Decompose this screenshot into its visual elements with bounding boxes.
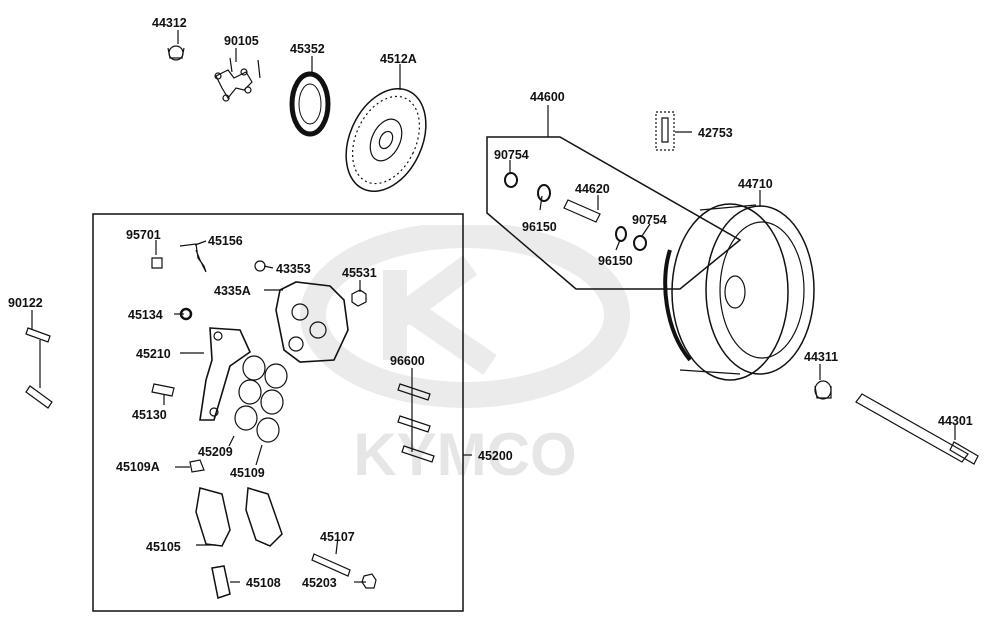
label-42753[interactable]: 42753 bbox=[698, 126, 733, 140]
caliper-kit-frame bbox=[92, 213, 464, 612]
label-4335A[interactable]: 4335A bbox=[214, 284, 251, 298]
label-96150-b[interactable]: 96150 bbox=[598, 254, 633, 268]
caliper-body bbox=[275, 281, 349, 363]
part-44312-collar bbox=[167, 45, 185, 61]
part-45210-bracket bbox=[199, 327, 252, 421]
label-45109A[interactable]: 45109A bbox=[116, 460, 160, 474]
wheel-assembly-frame bbox=[486, 136, 742, 290]
part-42753-valve bbox=[655, 111, 675, 151]
label-90754-a[interactable]: 90754 bbox=[494, 148, 529, 162]
part-45130-pin bbox=[151, 383, 175, 397]
part-45209-pistons bbox=[234, 355, 288, 443]
label-45134[interactable]: 45134 bbox=[128, 308, 163, 322]
label-44710[interactable]: 44710 bbox=[738, 177, 773, 191]
label-45203[interactable]: 45203 bbox=[302, 576, 337, 590]
part-44620-tube bbox=[563, 199, 601, 223]
part-45352-ring bbox=[289, 71, 331, 137]
part-45109A-clip bbox=[189, 459, 205, 473]
label-96600[interactable]: 96600 bbox=[390, 354, 425, 368]
label-45105[interactable]: 45105 bbox=[146, 540, 181, 554]
label-44600[interactable]: 44600 bbox=[530, 90, 565, 104]
label-96150-a[interactable]: 96150 bbox=[522, 220, 557, 234]
part-45531-nut bbox=[351, 289, 367, 307]
part-44311-collar bbox=[814, 380, 832, 400]
label-45200[interactable]: 45200 bbox=[478, 449, 513, 463]
label-90754-b[interactable]: 90754 bbox=[632, 213, 667, 227]
part-95701-bleeder bbox=[151, 257, 163, 269]
label-4512A[interactable]: 4512A bbox=[380, 52, 417, 66]
part-45134-seal bbox=[179, 307, 193, 321]
label-45156[interactable]: 45156 bbox=[208, 234, 243, 248]
part-45108-shim bbox=[211, 565, 231, 599]
label-44312[interactable]: 44312 bbox=[152, 16, 187, 30]
label-90105[interactable]: 90105 bbox=[224, 34, 259, 48]
label-43353[interactable]: 43353 bbox=[276, 262, 311, 276]
label-44620[interactable]: 44620 bbox=[575, 182, 610, 196]
label-45531[interactable]: 45531 bbox=[342, 266, 377, 280]
part-4512A-brake-disc bbox=[345, 87, 427, 193]
label-45107[interactable]: 45107 bbox=[320, 530, 355, 544]
label-45108[interactable]: 45108 bbox=[246, 576, 281, 590]
part-45156-spring bbox=[179, 243, 207, 273]
label-45352[interactable]: 45352 bbox=[290, 42, 325, 56]
label-44301[interactable]: 44301 bbox=[938, 414, 973, 428]
part-43353-cap bbox=[254, 260, 266, 272]
kymco-logo-watermark: KYMCO bbox=[300, 225, 630, 488]
part-45105-pads bbox=[195, 487, 283, 547]
part-90105-bolts bbox=[214, 57, 261, 102]
part-44301-axle bbox=[855, 393, 979, 465]
label-45109[interactable]: 45109 bbox=[230, 466, 265, 480]
part-90122-bolts bbox=[25, 327, 53, 409]
part-45107-pin bbox=[311, 553, 351, 577]
label-45209[interactable]: 45209 bbox=[198, 445, 233, 459]
label-44311[interactable]: 44311 bbox=[804, 350, 839, 364]
part-45203-nut bbox=[361, 573, 377, 589]
part-44710-wheel bbox=[663, 203, 815, 381]
label-45130[interactable]: 45130 bbox=[132, 408, 167, 422]
label-90122[interactable]: 90122 bbox=[8, 296, 43, 310]
label-45210[interactable]: 45210 bbox=[136, 347, 171, 361]
part-96600-bolts bbox=[397, 378, 435, 463]
label-95701[interactable]: 95701 bbox=[126, 228, 161, 242]
